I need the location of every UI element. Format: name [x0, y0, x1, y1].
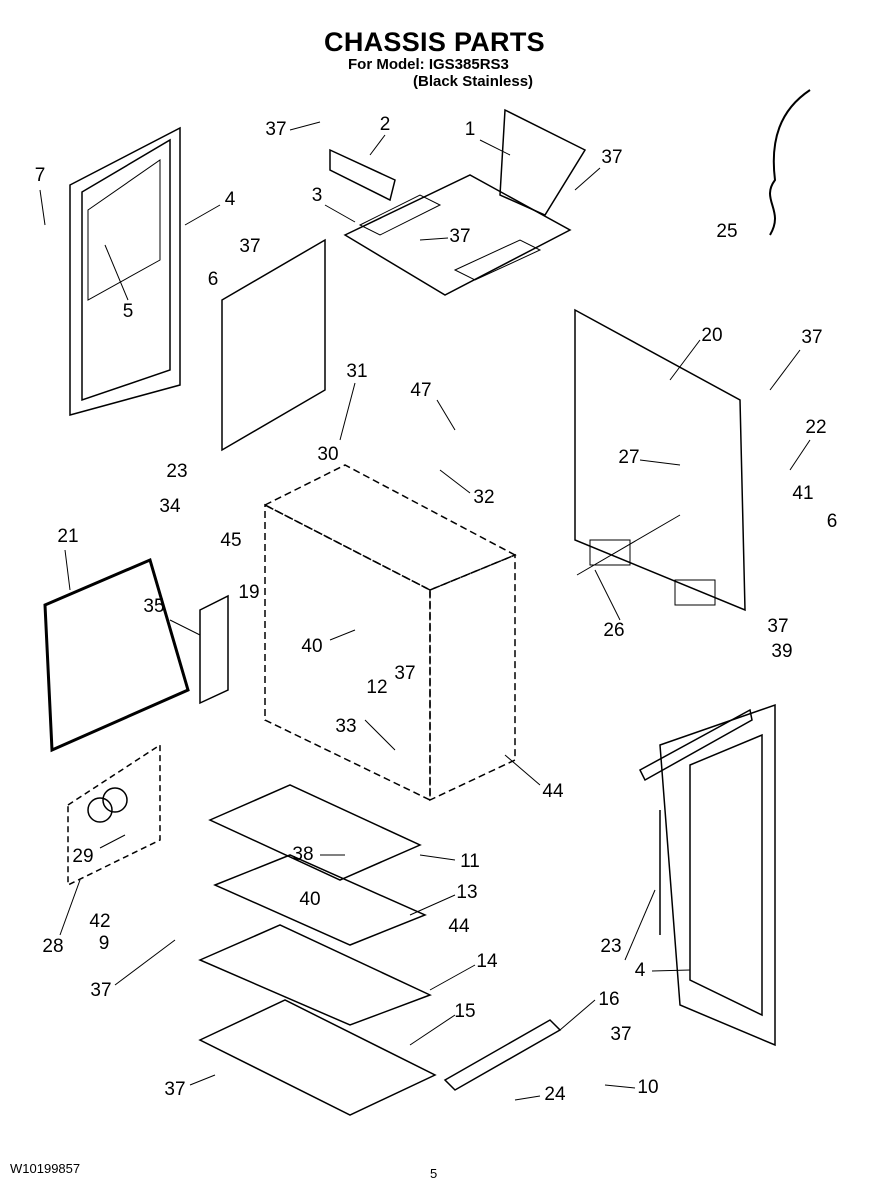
- callout-label: 47: [410, 380, 432, 401]
- door-frame-left: [69, 126, 181, 416]
- oven-cavity: [263, 464, 517, 802]
- callout-label: 24: [544, 1084, 566, 1105]
- callout-label: 37: [601, 147, 623, 168]
- callout-label: 25: [716, 221, 738, 242]
- callout-label: 27: [618, 447, 640, 468]
- leader-lines: [39, 121, 811, 1101]
- callout-label: 4: [634, 960, 646, 981]
- callout-label: 6: [826, 511, 838, 532]
- callout-label: 44: [542, 781, 564, 802]
- model-line: For Model: IGS385RS3: [348, 56, 509, 73]
- document-number: W10199857: [10, 1161, 81, 1176]
- callout-label: 39: [771, 641, 793, 662]
- callout-label: 13: [456, 882, 478, 903]
- callout-label: 23: [166, 461, 188, 482]
- finish-line: (Black Stainless): [413, 73, 534, 90]
- callout-label: 6: [207, 269, 219, 290]
- callout-label: 19: [238, 582, 260, 603]
- callout-label: 37: [265, 119, 287, 140]
- callout-label: 16: [598, 989, 620, 1010]
- page-title: CHASSIS PARTS: [324, 27, 545, 57]
- callout-label: 26: [603, 620, 625, 641]
- callout-label: 45: [220, 530, 242, 551]
- callout-label: 37: [610, 1024, 632, 1045]
- callout-label: 31: [346, 361, 368, 382]
- oven-bottom: [208, 784, 422, 881]
- callout-label: 37: [90, 980, 112, 1001]
- callout-label: 11: [460, 851, 480, 872]
- callout-label: 7: [34, 165, 46, 186]
- drawer: [198, 924, 432, 1026]
- callout-label: 22: [805, 417, 827, 438]
- callout-label: 40: [301, 636, 323, 657]
- callout-label: 37: [801, 327, 823, 348]
- callout-label: 14: [476, 951, 498, 972]
- callout-label: 42: [89, 911, 111, 932]
- callout-label: 5: [122, 301, 134, 322]
- callout-label: 3: [311, 185, 323, 206]
- callout-label: 38: [292, 844, 314, 865]
- callout-label: 33: [335, 716, 357, 737]
- callout-label: 12: [366, 677, 388, 698]
- vent-duct: [499, 108, 587, 216]
- power-cord: [769, 89, 811, 236]
- callout-label: 15: [454, 1001, 476, 1022]
- hinge-bracket: [199, 594, 229, 705]
- callout-label: 30: [317, 444, 339, 465]
- parts-bag: [67, 743, 161, 887]
- callout-label: 29: [72, 846, 94, 867]
- callout-label: 2: [379, 114, 391, 135]
- drawer-frame: [213, 854, 427, 946]
- callout-label: 34: [159, 496, 181, 517]
- drawer-bottom: [198, 999, 437, 1116]
- callout-label: 4: [224, 189, 236, 210]
- page-number: 5: [430, 1166, 438, 1181]
- cooktop-panel: [343, 174, 572, 296]
- callout-label: 20: [701, 325, 723, 346]
- callout-label: 37: [767, 616, 789, 637]
- leveling-rail: [443, 1019, 562, 1091]
- callout-label: 44: [448, 916, 470, 937]
- rear-panel: [574, 308, 746, 612]
- callout-label: 40: [299, 889, 321, 910]
- callout-label: 37: [449, 226, 471, 247]
- callout-label: 10: [637, 1077, 659, 1098]
- callout-label: 23: [600, 936, 622, 957]
- door-frame-right: [639, 703, 776, 1047]
- door-gasket: [43, 557, 190, 753]
- callout-label: 37: [394, 663, 416, 684]
- callout-label: 9: [98, 933, 110, 954]
- side-panel: [221, 238, 326, 452]
- callout-label: 21: [57, 526, 79, 547]
- callout-label: 28: [42, 936, 64, 957]
- callout-label: 1: [464, 119, 476, 140]
- callout-label: 41: [792, 483, 814, 504]
- bracket: [329, 148, 396, 202]
- callout-label: 35: [143, 596, 165, 617]
- callout-label: 37: [239, 236, 261, 257]
- callout-label: 32: [473, 487, 495, 508]
- callout-label: 37: [164, 1079, 186, 1100]
